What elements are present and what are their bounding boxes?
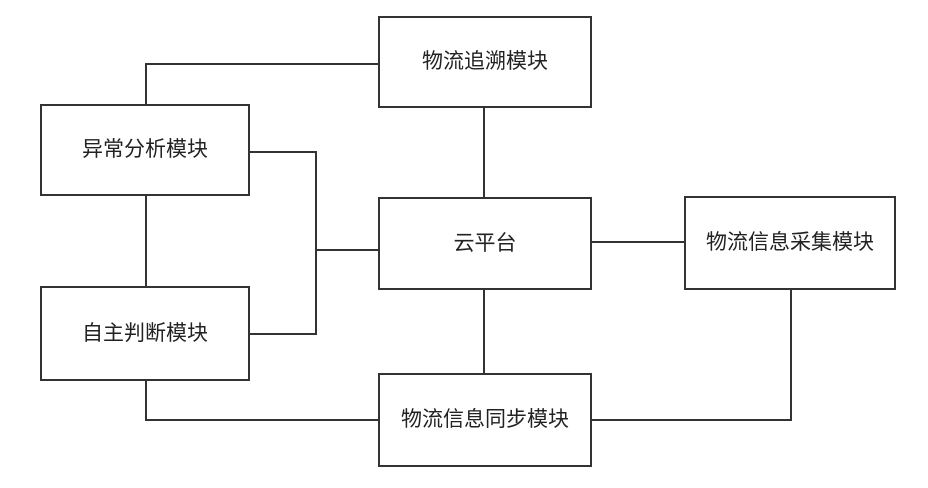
node-anomaly-label: 异常分析模块 (82, 134, 208, 166)
edge-collection-sync (591, 289, 791, 420)
node-info-sync-module: 物流信息同步模块 (378, 373, 592, 467)
node-cloud-label: 云平台 (454, 228, 517, 260)
node-sync-label: 物流信息同步模块 (401, 404, 569, 436)
node-autonomous-judgment-module: 自主判断模块 (40, 286, 250, 381)
node-tracking-module: 物流追溯模块 (378, 16, 592, 108)
edge-anomaly-cloud (248, 152, 316, 334)
node-cloud-platform: 云平台 (378, 197, 592, 290)
node-tracking-label: 物流追溯模块 (422, 46, 548, 78)
node-anomaly-analysis-module: 异常分析模块 (40, 104, 250, 196)
node-info-collection-module: 物流信息采集模块 (684, 196, 896, 290)
edge-judgment-sync (146, 380, 379, 420)
node-judgment-label: 自主判断模块 (82, 318, 208, 350)
node-collection-label: 物流信息采集模块 (706, 227, 874, 259)
edge-tracking-anomaly (146, 64, 379, 105)
